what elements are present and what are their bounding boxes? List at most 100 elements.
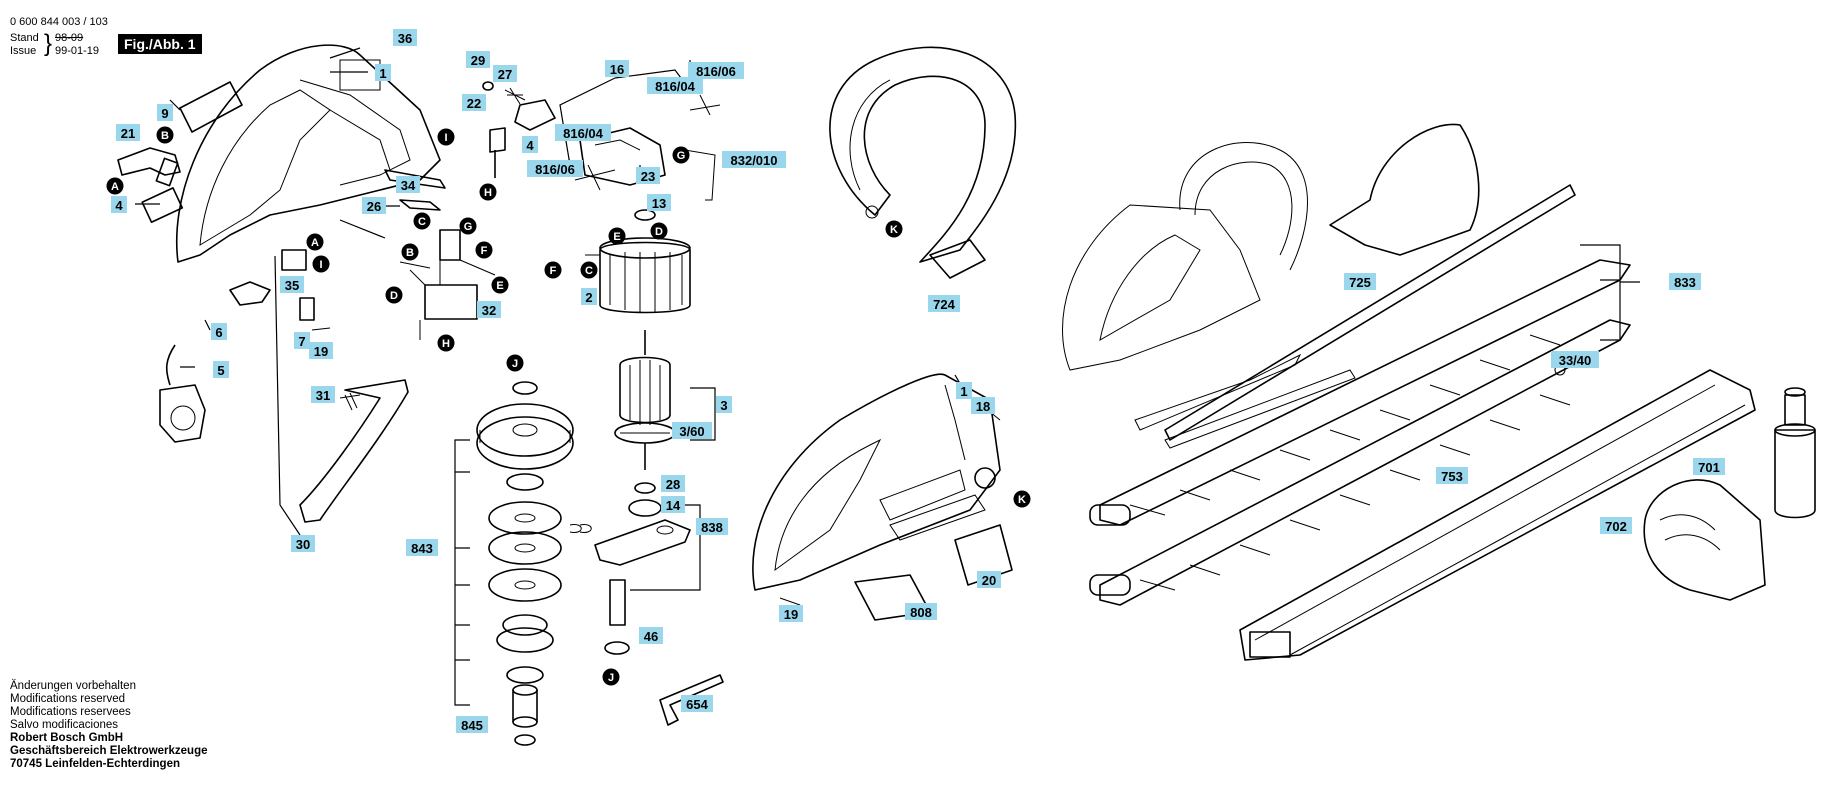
reference-marker: C [580, 261, 598, 279]
part-label-text: 1 [960, 384, 967, 399]
part-label-box [928, 295, 960, 312]
part-label: 27 [493, 65, 517, 82]
reference-marker-circle [672, 146, 690, 164]
reference-marker-letter: B [161, 130, 169, 142]
part-label-box [672, 422, 712, 439]
blade-cover-725 [1329, 123, 1480, 256]
part-label-text: 32 [482, 303, 496, 318]
part-label: 816/06 [688, 62, 744, 79]
reference-marker: F [544, 261, 562, 279]
part-label: 725 [1344, 273, 1376, 290]
part-label: 833 [1669, 273, 1701, 290]
part-label: 32 [477, 301, 501, 318]
reference-marker-circle [602, 668, 620, 686]
part-label-text: 4 [115, 198, 123, 213]
part-label-box [661, 496, 685, 513]
reference-marker-circle [156, 126, 174, 144]
part-label-text: 29 [471, 53, 485, 68]
part-label-text: 702 [1605, 519, 1627, 534]
part-label: 9 [157, 104, 173, 121]
part-label-box [977, 571, 1001, 588]
old-date: 98-09 [55, 32, 84, 44]
part-label: 29 [466, 51, 490, 68]
part-label-text: 26 [367, 199, 381, 214]
part-label-text: 816/04 [563, 126, 604, 141]
part-label: 2 [581, 288, 597, 305]
reference-marker-circle [475, 241, 493, 259]
reference-marker: J [602, 668, 620, 686]
part-label-text: 816/06 [696, 64, 736, 79]
reference-marker-letter: I [319, 259, 322, 271]
reference-marker-circle [413, 212, 431, 230]
reference-marker-circle [580, 261, 598, 279]
reference-marker-circle [437, 334, 455, 352]
part-label: 46 [639, 627, 663, 644]
reference-marker-circle [306, 233, 324, 251]
part-label: 5 [213, 361, 229, 378]
part-label-text: 701 [1698, 460, 1720, 475]
part-label-box [1693, 458, 1725, 475]
part-label: 35 [280, 276, 304, 293]
part-label-box [605, 60, 629, 77]
part-label-box [688, 62, 744, 79]
part-label-text: 46 [644, 629, 658, 644]
figure-badge: Fig./Abb. 1 [118, 34, 202, 54]
gear-stack-843 [454, 381, 592, 746]
footer-line-2: Modifications reserved [10, 693, 126, 705]
part-label-text: 4 [526, 138, 534, 153]
reference-marker: B [401, 243, 419, 261]
reference-marker: E [491, 276, 509, 294]
document-number: 0 600 844 003 / 103 [10, 16, 108, 28]
reference-marker-circle [506, 354, 524, 372]
reference-marker: K [1013, 490, 1031, 508]
reference-marker-circle [885, 220, 903, 238]
part-label: 19 [309, 342, 333, 359]
reference-marker-circle [479, 183, 497, 201]
part-label-box [157, 104, 173, 121]
part-label-box [309, 342, 333, 359]
switch-assembly-35 [281, 249, 331, 331]
footer-address: 70745 Leinfelden-Echterdingen [10, 758, 180, 770]
part-label-text: 808 [910, 605, 932, 620]
part-label: 1 [375, 64, 391, 81]
reference-marker: G [459, 217, 477, 235]
cutting-blades-833 [1089, 184, 1640, 606]
reference-marker-letter: C [585, 265, 593, 277]
part-label: 16 [605, 60, 629, 77]
part-label: 23 [636, 167, 660, 184]
part-label-box [956, 382, 972, 399]
part-label-text: 654 [686, 697, 708, 712]
reference-marker: E [608, 227, 626, 245]
part-label-text: 2 [585, 290, 592, 305]
reference-marker-letter: F [550, 265, 557, 277]
reference-marker-letter: A [311, 237, 319, 249]
part-label: 816/06 [527, 160, 583, 177]
reference-marker: C [413, 212, 431, 230]
part-label-text: 843 [411, 541, 433, 556]
reference-marker-circle [608, 227, 626, 245]
motor-assembly [554, 60, 721, 655]
part-label: 753 [1436, 467, 1468, 484]
part-label-text: 19 [314, 344, 328, 359]
part-label-text: 838 [701, 520, 723, 535]
reference-marker: I [312, 255, 330, 273]
footer-company: Robert Bosch GmbH [10, 732, 124, 744]
reference-marker-letter: B [406, 247, 414, 259]
part-label-box [393, 29, 417, 46]
part-label: 701 [1693, 458, 1725, 475]
part-label: 30 [291, 535, 315, 552]
reference-marker-letter: I [444, 132, 447, 144]
part-label-box [639, 627, 663, 644]
front-handle-724 [829, 46, 1017, 279]
part-label-box [522, 136, 538, 153]
part-label-box [311, 386, 335, 403]
part-label-box [213, 361, 229, 378]
reference-marker-letter: E [496, 280, 503, 292]
reference-marker: K [885, 220, 903, 238]
part-label-box [696, 518, 728, 535]
issue-date: 99-01-19 [55, 45, 100, 57]
reference-marker: B [156, 126, 174, 144]
part-label-text: 35 [285, 278, 299, 293]
part-label-box [716, 396, 732, 413]
